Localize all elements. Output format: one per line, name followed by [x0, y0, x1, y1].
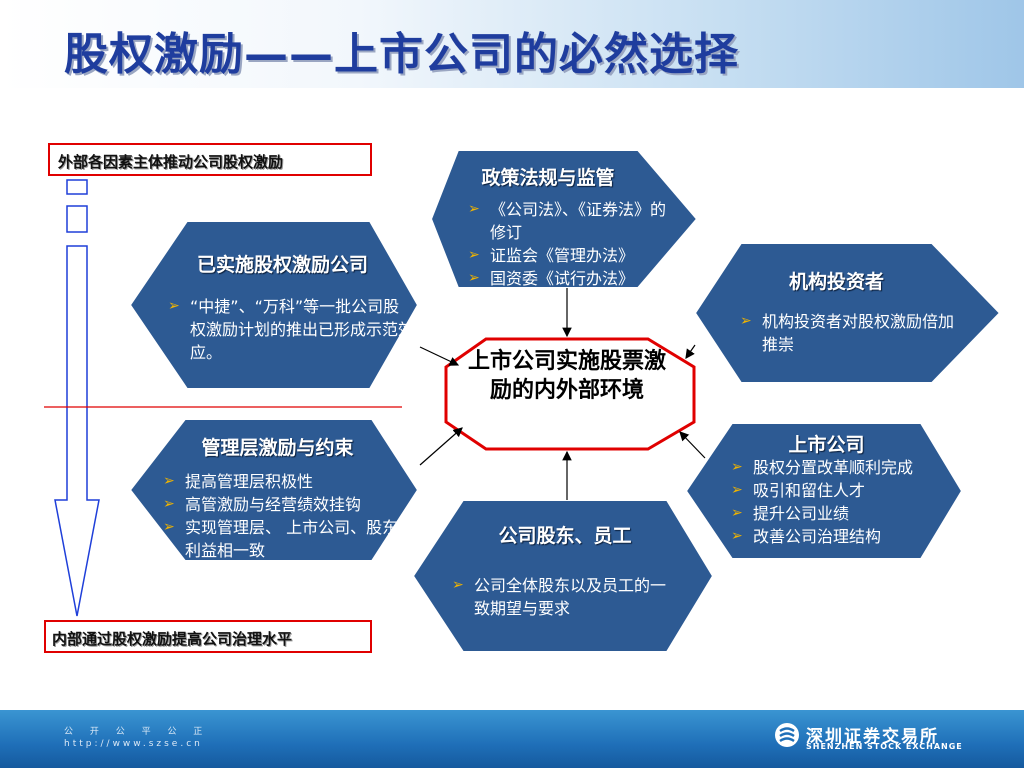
node-bullets-shareholders: 公司全体股东以及员工的一致期望与要求 — [452, 574, 674, 620]
connector-arrows — [419, 288, 706, 500]
node-bullets-listed-company: 股权分置改革顺利完成 吸引和留住人才 提升公司业绩 改善公司治理结构 — [731, 456, 957, 548]
bullet-item: 实现管理层、 上市公司、股东 利益相一致 — [163, 516, 413, 562]
node-title-listed-company: 上市公司 — [788, 434, 865, 456]
node-title-shareholders: 公司股东、员工 — [498, 525, 632, 547]
footer-band — [0, 710, 1024, 768]
node-bullets-policy: 《公司法》、《证券法》的修订 证监会《管理办法》 国资委《试行办法》 — [468, 198, 674, 290]
vertical-flow-arrow — [54, 179, 100, 617]
bullet-item: “中捷”、“万科”等一批公司股权激励计划的推出已形成示范效应。 — [168, 295, 414, 364]
szse-logo-icon — [775, 723, 799, 747]
center-topic: 上市公司实施股票激励的内外部环境 — [467, 349, 666, 403]
bullet-item: 吸引和留住人才 — [731, 479, 957, 502]
bullet-item: 提高管理层积极性 — [163, 470, 413, 493]
node-bullets-management: 提高管理层积极性 高管激励与经营绩效挂钩 实现管理层、 上市公司、股东 利益相一… — [163, 470, 413, 562]
title-band — [0, 0, 1024, 88]
slide-title: 股权激励——上市公司的必然选择 — [64, 29, 739, 80]
bullet-item: 机构投资者对股权激励倍加推崇 — [740, 310, 968, 356]
node-title-investors: 机构投资者 — [788, 271, 884, 293]
bullet-item: 高管激励与经营绩效挂钩 — [163, 493, 413, 516]
bullet-item: 改善公司治理结构 — [731, 525, 957, 548]
node-title-policy: 政策法规与监管 — [481, 167, 615, 189]
bullet-item: 公司全体股东以及员工的一致期望与要求 — [452, 574, 674, 620]
internal-governance-label: 内部通过股权激励提高公司治理水平 — [44, 620, 372, 653]
org-name-cn: 深圳证券交易所 — [806, 727, 939, 747]
external-factors-label: 外部各因素主体推动公司股权激励 — [48, 143, 372, 176]
center-octagon — [444, 337, 696, 451]
org-name-en: SHENZHEN STOCK EXCHANGE — [806, 742, 963, 751]
node-bullets-implemented: “中捷”、“万科”等一批公司股权激励计划的推出已形成示范效应。 — [168, 295, 414, 364]
bullet-item: 股权分置改革顺利完成 — [731, 456, 957, 479]
bullet-item: 证监会《管理办法》 — [468, 244, 674, 267]
node-title-management: 管理层激励与约束 — [201, 437, 354, 459]
node-title-implemented: 已实施股权激励公司 — [196, 254, 368, 276]
bullet-item: 国资委《试行办法》 — [468, 267, 674, 290]
footer-tagline: 公 开 公 平 公 正 — [64, 727, 210, 737]
node-bullets-investors: 机构投资者对股权激励倍加推崇 — [740, 310, 968, 356]
footer-url: http://www.szse.cn — [64, 739, 203, 749]
bullet-item: 提升公司业绩 — [731, 502, 957, 525]
bullet-item: 《公司法》、《证券法》的修订 — [468, 198, 674, 244]
